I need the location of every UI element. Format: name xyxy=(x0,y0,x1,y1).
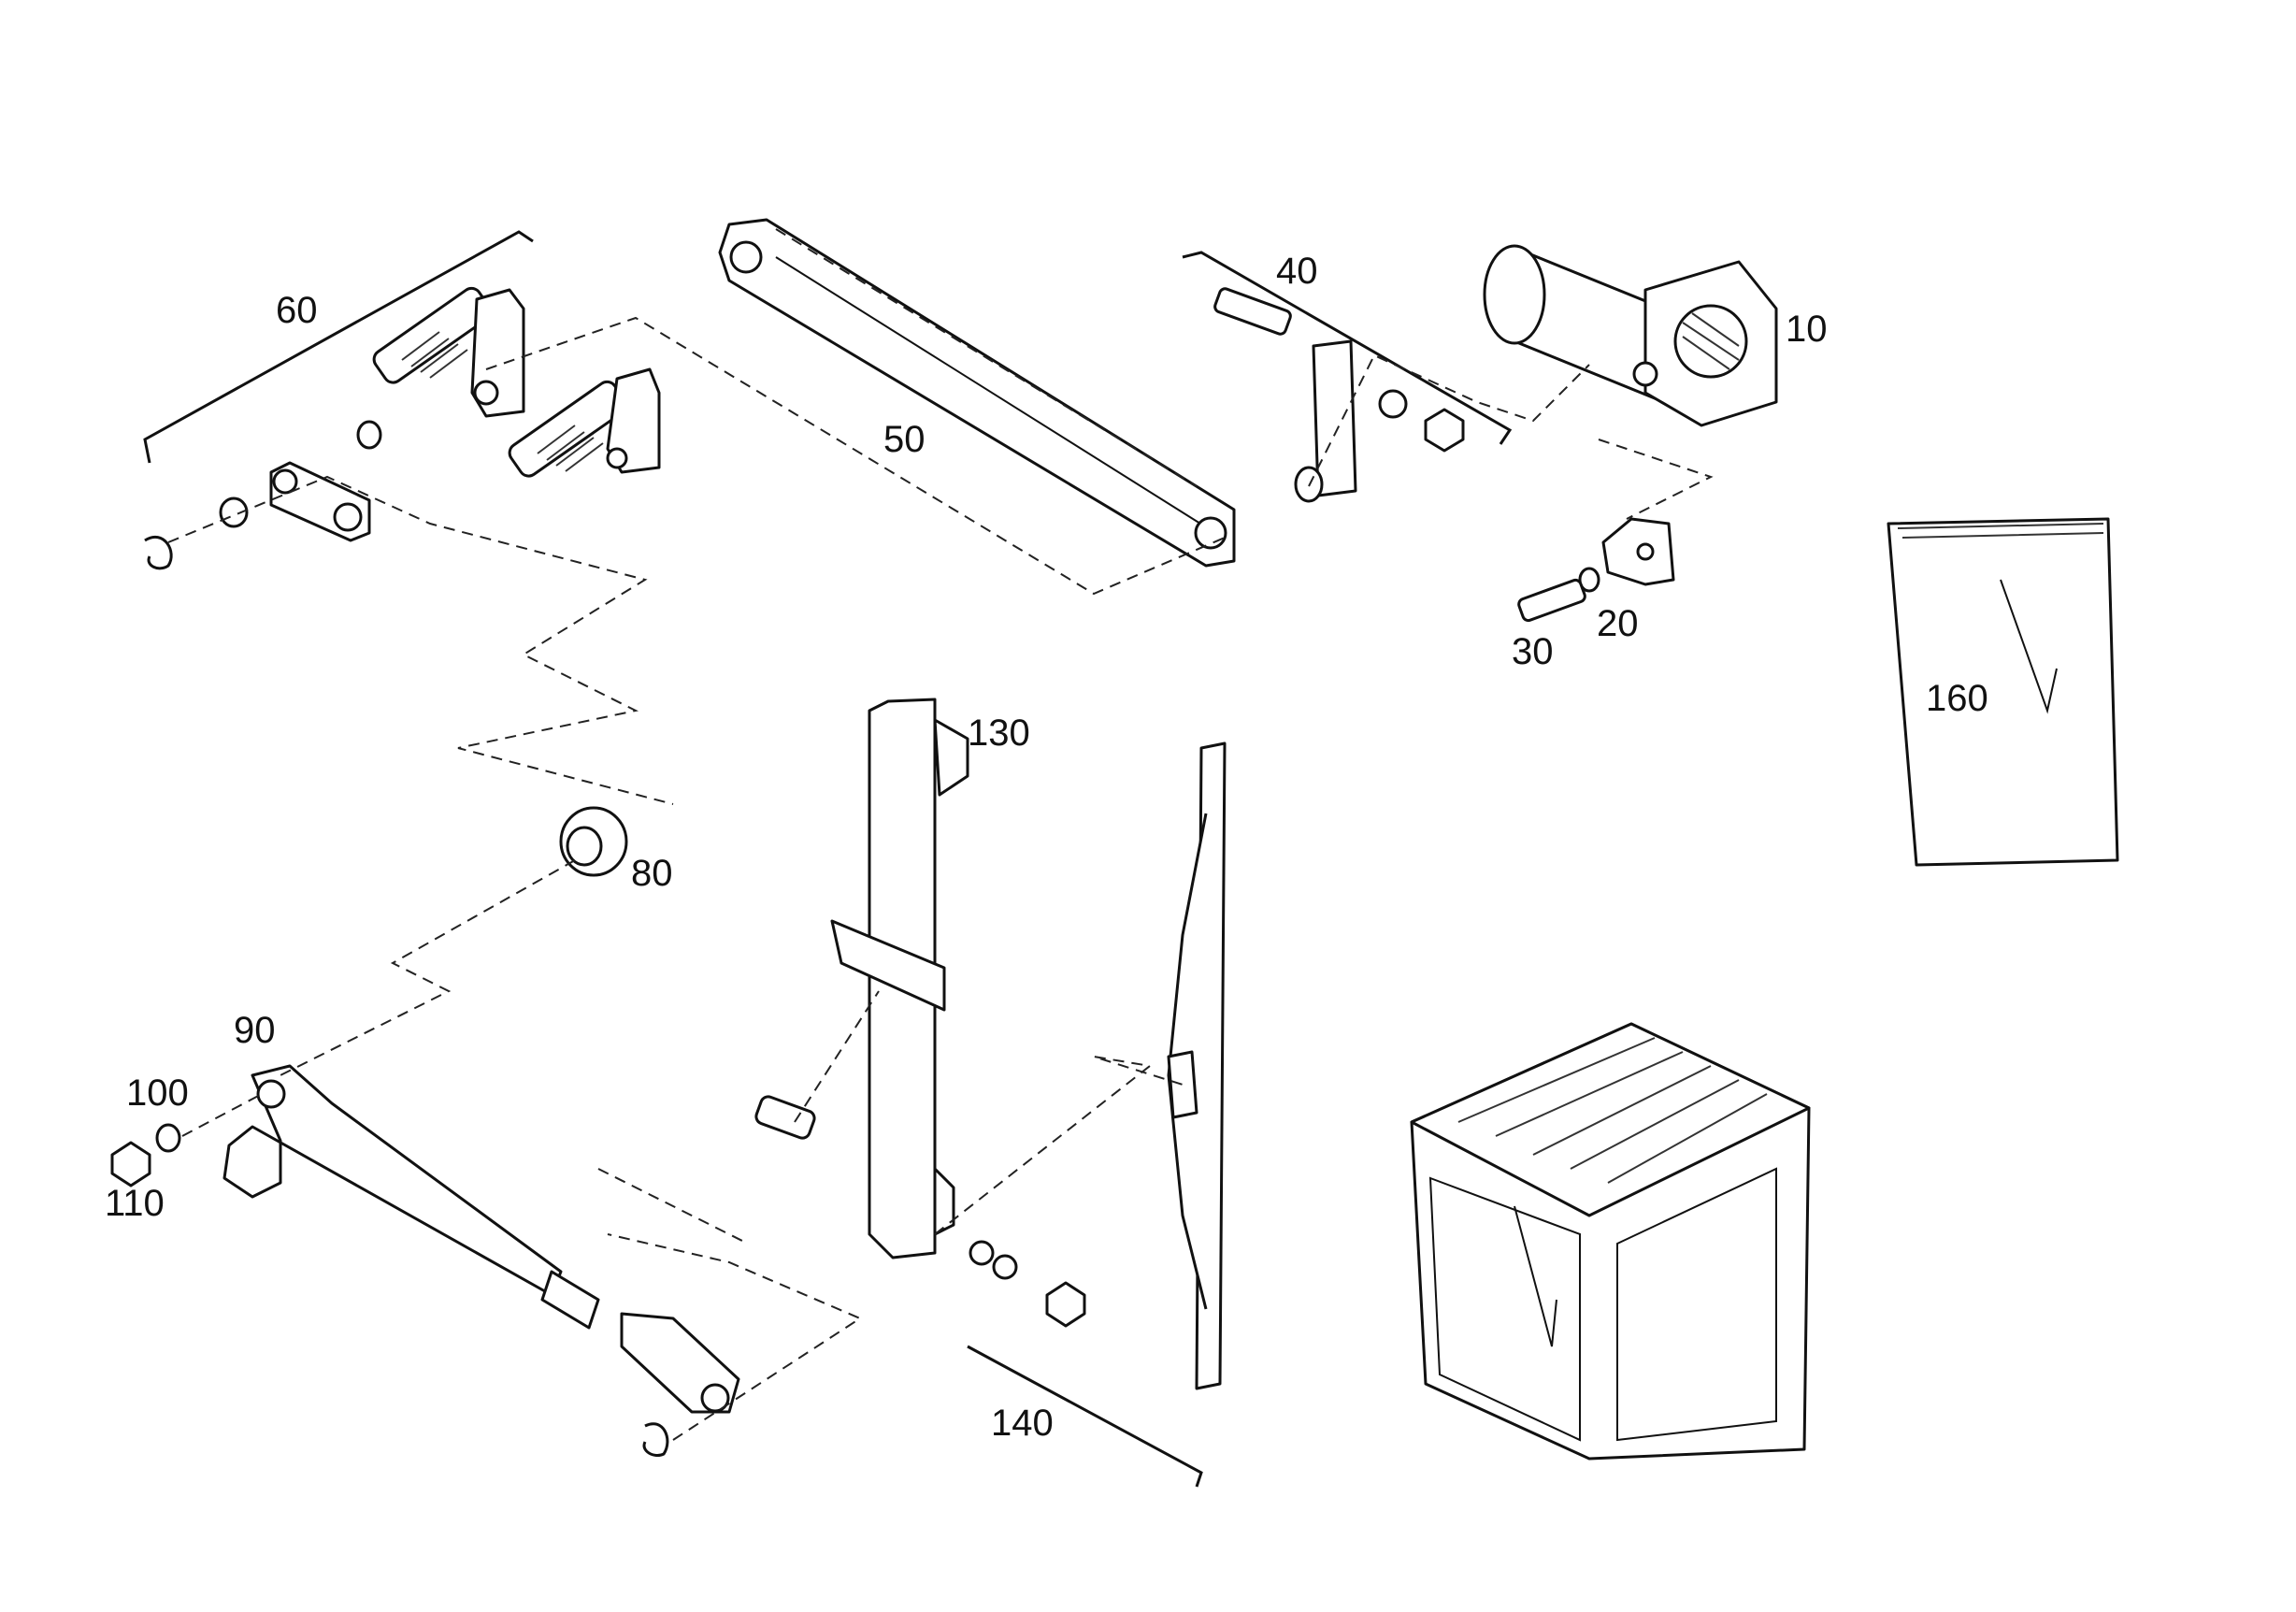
shoulder-bolt xyxy=(754,1095,816,1140)
linkage-bar-body xyxy=(718,218,1236,568)
linkage-bar-rib xyxy=(775,256,1216,534)
leader-hub-to-arm xyxy=(280,859,576,1076)
assembly-leaders xyxy=(167,228,1714,1441)
retaining-clip-a xyxy=(144,535,173,570)
retaining-clip-b xyxy=(642,1422,669,1457)
crank-arm xyxy=(1312,339,1357,497)
callout-100: 100 xyxy=(126,1072,189,1114)
part-20-30-mounting xyxy=(1517,517,1675,623)
linkage-bar-eye-right xyxy=(1194,516,1227,550)
washer-130-b xyxy=(992,1254,1018,1280)
cab-illustration xyxy=(1410,1022,1811,1461)
callout-50: 50 xyxy=(883,419,926,460)
part-60-pivot-assembly xyxy=(143,230,661,570)
leader-bar-top xyxy=(775,228,1198,487)
callout-labels: 10 20 30 40 50 60 80 90 100 110 130 140 … xyxy=(105,251,1988,1444)
motor-can-end xyxy=(1483,244,1546,345)
cab-wiper-arm xyxy=(1514,1205,1557,1347)
wiper-arm-pivot-eye xyxy=(256,1079,286,1109)
part-50-linkage-bar xyxy=(718,218,1236,568)
part-130-wiper-frame xyxy=(754,698,1086,1328)
callout-140: 140 xyxy=(991,1403,1054,1444)
leader-pivot-to-hub xyxy=(167,475,674,805)
leader-washer-to-arm xyxy=(181,1093,263,1137)
wiper-blade-clip xyxy=(1167,1050,1198,1119)
leader-frame-lower xyxy=(597,1168,749,1245)
cab-roof xyxy=(1410,1022,1811,1217)
link-plate-hole-b xyxy=(333,502,363,532)
leader-pivot-to-bar xyxy=(485,316,1226,596)
callout-90: 90 xyxy=(234,1010,276,1051)
pivot-lever-lower xyxy=(606,367,661,474)
cab-side-window xyxy=(1616,1167,1777,1442)
leader-crank-to-motor xyxy=(1308,353,1590,487)
wiper-frame-plate xyxy=(830,919,946,1012)
bracket-60 xyxy=(143,230,534,464)
washer-130-a xyxy=(969,1240,995,1266)
cab-160-window xyxy=(1887,517,2119,867)
mounting-plate-hole xyxy=(1636,542,1655,561)
bracket-40 xyxy=(1182,251,1513,445)
callout-10: 10 xyxy=(1786,309,1828,350)
part-90-wiper-arm xyxy=(110,1064,740,1457)
wiper-arm-end-joint xyxy=(700,1383,730,1413)
washer-100 xyxy=(155,1123,181,1153)
crank-nut xyxy=(1424,408,1465,453)
linkage-bar-eye-left xyxy=(729,240,763,274)
part-40-crank-assembly xyxy=(1182,251,1513,503)
bracket-140 xyxy=(967,1345,1203,1488)
wiper-frame-top-lug xyxy=(933,718,969,797)
washer-small-a xyxy=(356,420,382,450)
callout-40: 40 xyxy=(1276,251,1318,292)
spline-hub-bore xyxy=(566,826,603,867)
leader-bolt-to-frame xyxy=(794,990,880,1123)
wiper-arm-spring-end xyxy=(540,1270,600,1330)
cab-160-roof-lines xyxy=(1897,523,2104,539)
wiper-arm-body xyxy=(222,1064,563,1297)
callout-160: 160 xyxy=(1926,678,1988,719)
washer-20 xyxy=(1578,567,1600,593)
callout-30: 30 xyxy=(1512,631,1554,672)
cab-160-wiper-arm xyxy=(2000,579,2058,714)
part-80-spline-hub xyxy=(559,806,628,877)
crank-bolt xyxy=(1213,287,1292,336)
wiper-frame-bottom-lug xyxy=(933,1167,955,1236)
callout-80: 80 xyxy=(631,853,673,894)
callout-110: 110 xyxy=(105,1183,165,1224)
cab-windscreen xyxy=(1428,1176,1581,1442)
pivot-thread-upper xyxy=(401,331,468,379)
washer-small-b xyxy=(219,497,249,528)
leader-frame-to-blade xyxy=(934,1056,1184,1235)
pivot-pin-lower xyxy=(606,447,628,469)
nut-130 xyxy=(1045,1281,1086,1328)
part-10-wiper-motor xyxy=(1483,244,1778,427)
pivot-thread-lower xyxy=(537,425,604,472)
callout-20: 20 xyxy=(1597,603,1639,644)
pivot-pin-upper xyxy=(473,380,499,406)
cab-roof-grille xyxy=(1457,1037,1768,1184)
motor-ribs xyxy=(1682,312,1740,370)
part-140-wiper-blade xyxy=(967,741,1227,1488)
callout-60: 60 xyxy=(276,290,318,331)
nut-110 xyxy=(110,1141,151,1187)
bolt-30 xyxy=(1517,578,1586,623)
part-160-cab-outline xyxy=(1887,517,2119,867)
crank-washer xyxy=(1378,389,1408,419)
motor-output-shaft xyxy=(1632,361,1658,387)
leader-motor-to-plate xyxy=(1598,439,1714,520)
callout-130: 130 xyxy=(968,712,1030,754)
link-plate-hole-a xyxy=(272,468,298,495)
